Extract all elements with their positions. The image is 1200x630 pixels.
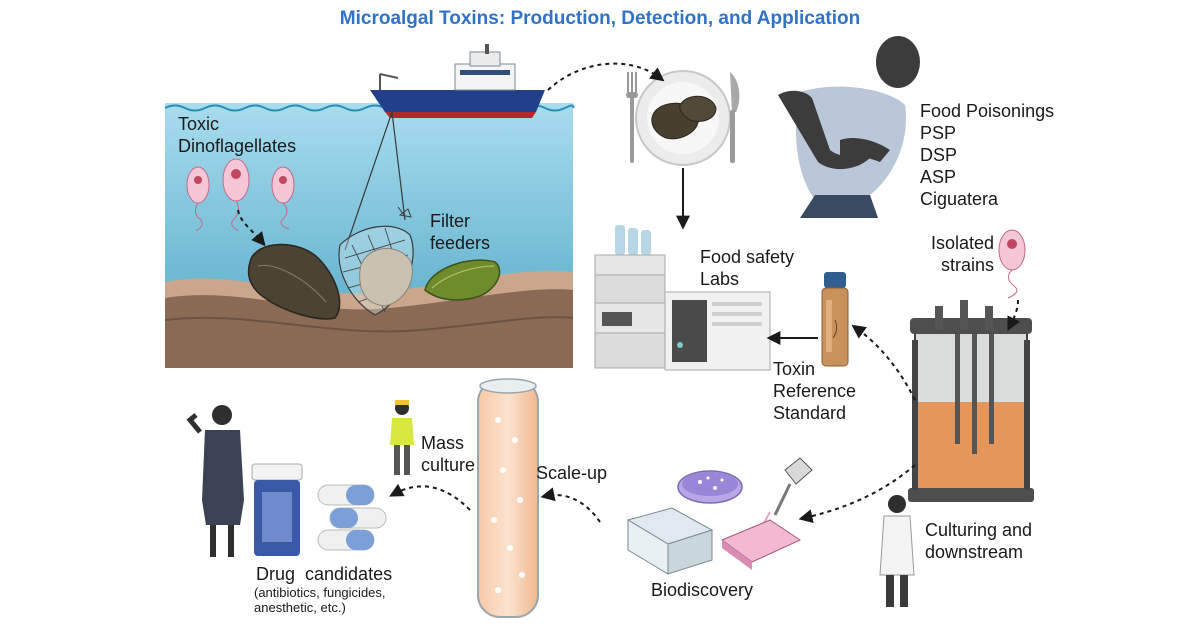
fork-icon — [626, 72, 638, 163]
label-line: Reference — [773, 381, 857, 401]
well-plate-icon — [626, 507, 802, 575]
arrow-strain-to-reactor — [1007, 299, 1021, 332]
label-line: Culturing and — [925, 520, 1033, 540]
label-mass-culture: Mass culture — [421, 432, 475, 476]
label-biodiscovery: Biodiscovery — [651, 580, 754, 600]
mussel-icon — [247, 243, 501, 320]
culture-tube-icon — [477, 378, 539, 618]
label-scale-up: Scale-up — [536, 463, 608, 483]
label-line: (antibiotics, fungicides, — [254, 585, 386, 600]
dinoflagellate-icon — [998, 229, 1026, 299]
label-line: Dinoflagellates — [178, 136, 297, 156]
label-drug-examples: (antibiotics, fungicides, anesthetic, et… — [254, 585, 386, 615]
businesswoman-icon — [186, 405, 244, 557]
capsule-icon — [317, 484, 387, 551]
arrow-tube-to-drugs — [389, 483, 471, 511]
scientist-icon — [879, 495, 915, 607]
pill-bottle-icon — [251, 463, 303, 556]
arrow-biodiscovery-to-tube — [540, 487, 601, 523]
label-culturing-downstream: Culturing and downstream — [925, 519, 1032, 563]
label-line: Food safety — [700, 247, 795, 267]
seabed — [165, 289, 573, 368]
label-line: Filter — [430, 211, 470, 231]
label-line: Mass — [421, 433, 465, 453]
label-line: Standard — [773, 403, 847, 423]
ship-icon — [370, 44, 545, 118]
label-line: Labs — [700, 269, 740, 289]
label-toxic-dinoflagellates: Toxic Dinoflagellates — [178, 113, 296, 157]
petri-dish-icon — [677, 470, 743, 504]
plate-icon — [635, 70, 731, 166]
vial-icon — [821, 272, 849, 367]
dinoflagellate-icon — [186, 158, 295, 232]
arrow-dino-to-mussel — [237, 209, 266, 247]
label-line: feeders — [430, 233, 491, 253]
arrow-reactor-to-biodiscovery — [798, 464, 916, 524]
pipette-icon — [759, 457, 813, 531]
label-food-poisonings: Food Poisonings PSP DSP ASP Ciguatera — [920, 100, 1054, 210]
label-food-safety-labs: Food safety Labs — [700, 246, 794, 290]
label-drug-candidates: Drug candidates — [256, 564, 393, 584]
hplc-instrument-icon — [594, 225, 771, 371]
arrow-connectors — [237, 62, 1021, 524]
label-line: downstream — [925, 542, 1024, 562]
bioreactor-icon — [908, 300, 1034, 502]
knife-icon — [730, 72, 740, 163]
arrow-ship-to-plate — [547, 62, 665, 91]
label-line: PSP — [920, 123, 957, 143]
label-line: strains — [940, 255, 994, 275]
label-line: anesthetic, etc.) — [254, 600, 346, 615]
label-line: Toxin — [773, 359, 816, 379]
label-line: Food Poisonings — [920, 101, 1055, 121]
label-line: Isolated — [930, 233, 994, 253]
label-toxin-reference-standard: Toxin Reference Standard — [773, 358, 856, 424]
label-isolated-strains: Isolated strains — [930, 232, 994, 276]
label-line: ASP — [920, 167, 957, 187]
label-line: DSP — [920, 145, 958, 165]
sick-person-icon — [778, 36, 920, 218]
arrow-reactor-to-vial — [851, 324, 916, 401]
label-line: Toxic — [178, 114, 220, 134]
label-line: culture — [421, 455, 476, 475]
diagram-title: Microalgal Toxins: Production, Detection… — [339, 8, 861, 29]
label-line: Ciguatera — [920, 189, 999, 209]
worker-icon — [390, 400, 414, 475]
label-filter-feeders: Filter feeders — [430, 210, 490, 254]
